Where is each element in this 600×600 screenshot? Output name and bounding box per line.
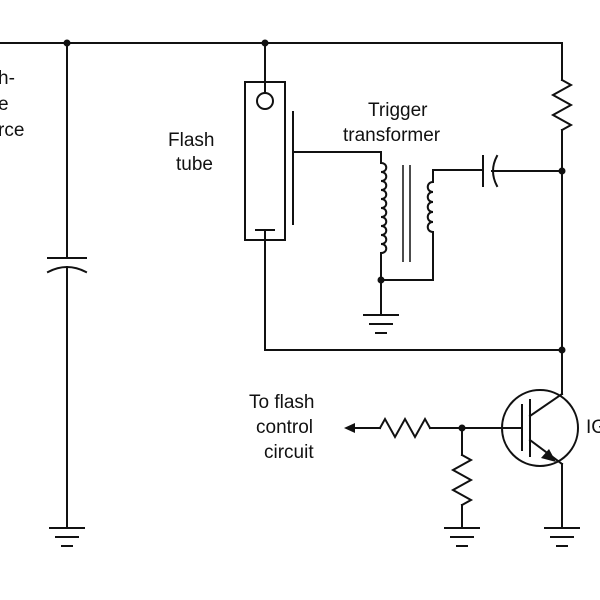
control-label-line1: To flash <box>249 392 314 413</box>
flash-tube-label-line2: tube <box>176 154 213 175</box>
trigger-label-line2: transformer <box>343 125 441 146</box>
primary-top-lead <box>432 169 484 183</box>
flash-tube-label: Flash tube <box>168 130 214 175</box>
transformer-secondary-coil <box>379 161 388 255</box>
flash-tube-label-line1: Flash <box>168 130 214 151</box>
ground-symbol-transistor <box>544 527 580 547</box>
source-label-line3: rce <box>0 120 24 141</box>
flash-control-label: To flash control circuit <box>249 392 314 463</box>
transistor-label: IG <box>586 417 600 438</box>
trigger-transformer-label: Trigger transformer <box>343 100 441 146</box>
source-label-line2: e <box>0 94 9 115</box>
trigger-wire <box>292 151 382 164</box>
gate-pulldown-resistor <box>450 453 474 507</box>
control-output-arrowhead <box>344 423 355 433</box>
control-label-line2: control <box>256 417 313 438</box>
gate-series-resistor <box>378 416 432 440</box>
flash-tube-anode <box>256 92 274 110</box>
flash-tube-body <box>244 81 286 241</box>
trigger-label-line1: Trigger <box>368 100 428 121</box>
primary-bottom-lead <box>380 231 434 281</box>
ground-symbol-left <box>49 527 85 547</box>
ground-symbol-pulldown <box>444 527 480 547</box>
ground-symbol-transformer <box>363 314 399 334</box>
transformer-primary-coil <box>426 180 435 234</box>
source-label: h- e rce <box>0 68 24 141</box>
source-label-line1: h- <box>0 68 15 89</box>
transformer-core <box>402 165 411 262</box>
charging-resistor <box>550 78 574 132</box>
control-label-line3: circuit <box>264 442 314 463</box>
